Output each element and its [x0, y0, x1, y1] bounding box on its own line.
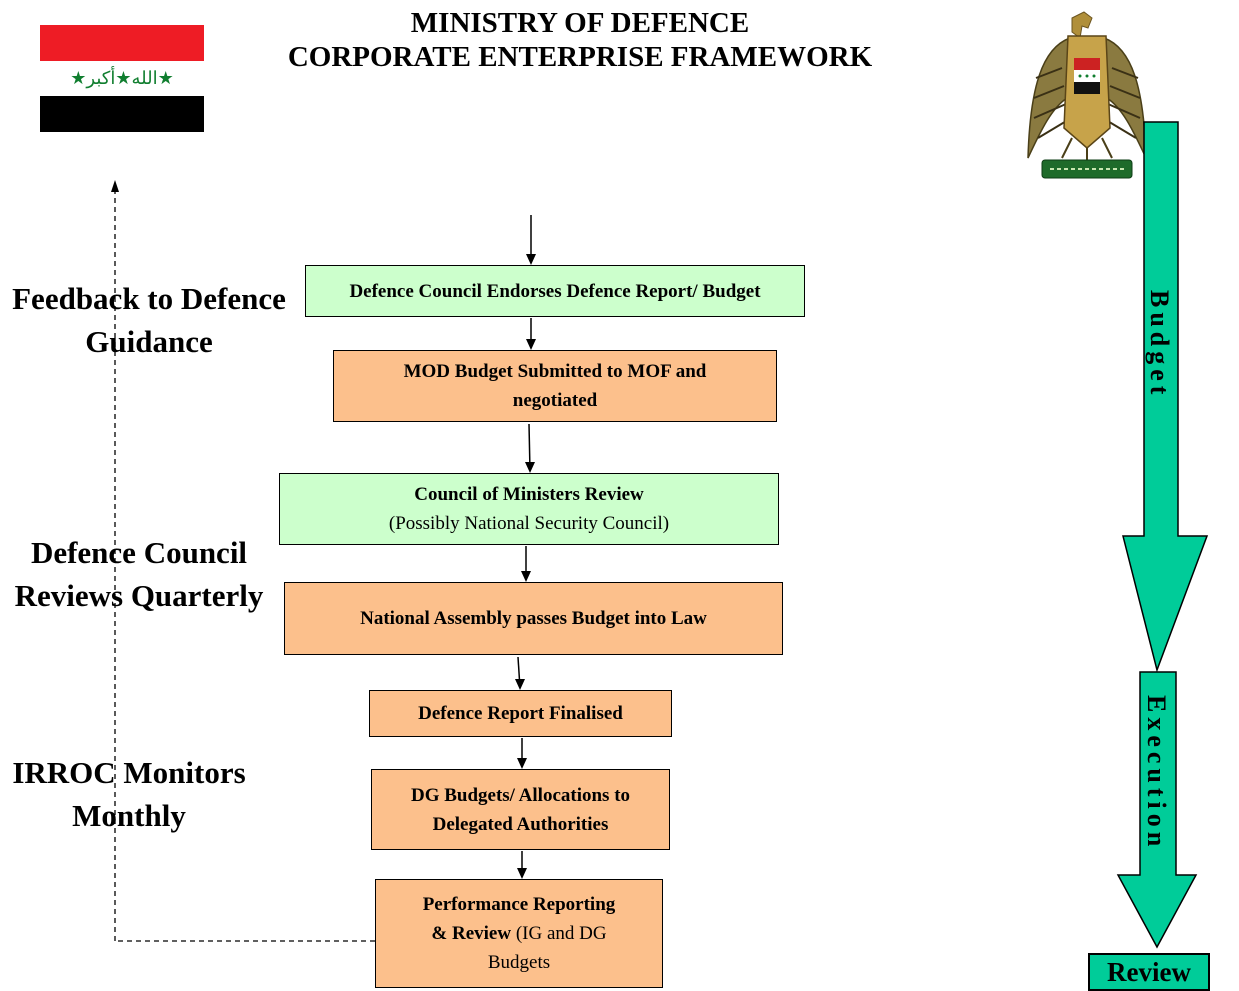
- council-review-label: Defence Council Reviews Quarterly: [14, 535, 264, 613]
- step-dg-budgets: DG Budgets/ Allocations to Delegated Aut…: [371, 769, 670, 850]
- execution-phase-label: Execution: [1142, 695, 1171, 852]
- irroc-label: IRROC Monitors Monthly: [12, 755, 246, 833]
- step-performance-reporting: Performance Reporting & Review (IG and D…: [375, 879, 663, 988]
- review-phase-box: Review: [1088, 953, 1210, 991]
- step-budget-submitted: MOD Budget Submitted to MOF and negotiat…: [333, 350, 777, 422]
- step-ministers-review: Council of Ministers Review (Possibly Na…: [279, 473, 779, 545]
- execution-phase-arrow: [1116, 671, 1198, 949]
- iraq-flag-icon: ★الله★أكبر★: [40, 25, 204, 132]
- page-title: MINISTRY OF DEFENCE CORPORATE ENTERPRISE…: [250, 6, 910, 74]
- feedback-arrowhead: [111, 180, 119, 192]
- feedback-loop-line: [114, 190, 375, 942]
- flag-script: ★الله★أكبر★: [70, 67, 174, 88]
- title-line-2: CORPORATE ENTERPRISE FRAMEWORK: [287, 41, 873, 73]
- title-line-1: MINISTRY OF DEFENCE: [410, 7, 750, 39]
- flag-black-band: [40, 96, 204, 132]
- flag-red-band: [40, 25, 204, 61]
- step-report-finalised: Defence Report Finalised: [369, 690, 672, 737]
- feedback-label: Feedback to Defence Guidance: [12, 281, 286, 359]
- step-assembly-passes: National Assembly passes Budget into Law: [284, 582, 783, 655]
- budget-phase-arrow: [1122, 121, 1209, 673]
- step-council-endorses: Defence Council Endorses Defence Report/…: [305, 265, 805, 317]
- eagle-emblem-icon: [1027, 11, 1147, 179]
- flag-white-band: ★الله★أكبر★: [40, 60, 204, 97]
- budget-phase-label: Budget: [1145, 290, 1174, 400]
